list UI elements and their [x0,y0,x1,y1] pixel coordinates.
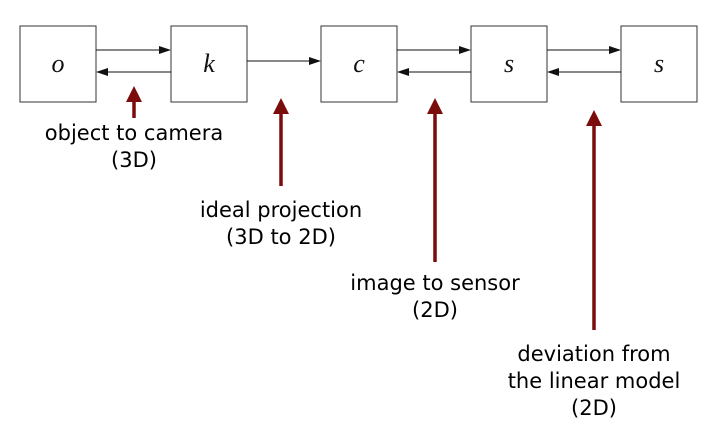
callout-arrow-deviation [586,110,602,330]
caption-line: object to camera [45,121,223,145]
box-o-frame [19,25,97,103]
box-o: o [19,25,97,103]
box-c-label: c [353,49,365,78]
caption-line: (2D) [571,396,617,420]
arrow-c-to-s1 [397,46,471,54]
caption-line: (2D) [412,298,458,322]
box-s1: s [470,25,548,103]
box-s2-frame [620,25,698,103]
arrow-k-to-c [247,57,321,65]
caption-object-to-camera: object to camera (3D) [45,121,223,172]
caption-line: (3D to 2D) [226,225,336,249]
box-o-label: o [52,49,65,78]
box-k: k [170,25,248,103]
caption-line: (3D) [111,148,157,172]
box-s1-frame [470,25,548,103]
caption-deviation: deviation from the linear model (2D) [508,342,681,420]
caption-image-to-sensor: image to sensor (2D) [350,271,520,322]
box-s1-label: s [504,49,514,78]
arrow-s1-to-s2 [547,46,621,54]
arrow-o-to-k [96,46,171,54]
box-c-frame [320,25,398,103]
box-k-frame [170,25,248,103]
box-s2: s [620,25,698,103]
callout-arrow-ideal-projection [273,98,289,186]
callout-arrow-image-to-sensor [427,98,443,262]
caption-line: the linear model [508,369,681,393]
caption-ideal-projection: ideal projection (3D to 2D) [200,198,362,249]
caption-line: image to sensor [350,271,520,295]
caption-line: ideal projection [200,198,362,222]
callout-arrow-object-to-camera [126,86,142,118]
arrow-s1-to-c [397,68,471,76]
caption-line: deviation from [517,342,670,366]
box-c: c [320,25,398,103]
box-k-label: k [203,49,215,78]
arrow-s2-to-s1 [547,68,621,76]
box-s2-label: s [654,49,664,78]
arrow-k-to-o [96,68,171,76]
